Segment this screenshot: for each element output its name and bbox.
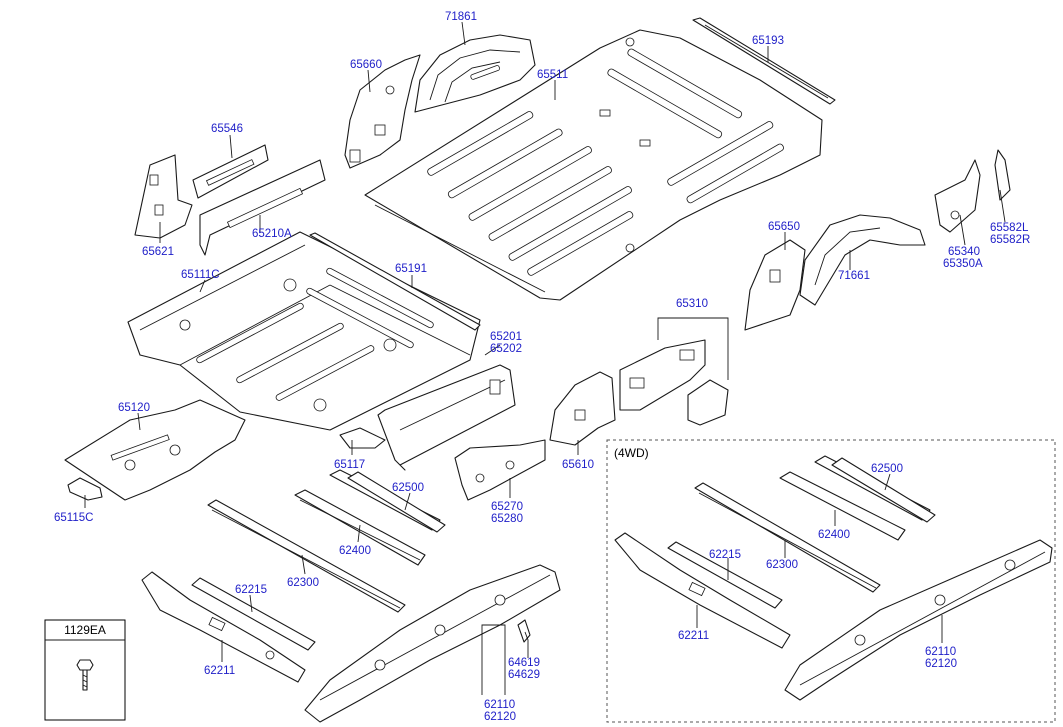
part-4wd-62500-member[interactable] [814,455,936,523]
part-65193-strip[interactable] [692,17,836,105]
label-62110[interactable]: 62110 [484,699,515,711]
legend-box-code: 1129EA [64,623,106,637]
part-65270-member[interactable] [454,439,546,501]
part-65310-panel[interactable] [619,339,729,426]
part-65201-member[interactable] [377,364,516,471]
label-62500[interactable]: 62500 [392,482,424,494]
label-4wd-62120[interactable]: 62120 [925,658,957,670]
leader-lines [84,21,1006,695]
label-4wd-62500[interactable]: 62500 [871,463,903,475]
part-65511-rear-floor[interactable] [364,29,823,301]
part-71861-wheelhouse[interactable] [414,34,536,113]
4wd-section-title: (4WD) [614,446,649,460]
label-4wd-62110[interactable]: 62110 [925,646,956,658]
label-62120[interactable]: 62120 [484,711,516,723]
label-65280[interactable]: 65280 [491,513,523,525]
label-4wd-62400[interactable]: 62400 [818,529,850,541]
label-4wd-62211[interactable]: 62211 [678,630,709,642]
label-65115C[interactable]: 65115C [54,512,93,524]
label-4wd-62300[interactable]: 62300 [766,559,798,571]
label-62211[interactable]: 62211 [204,665,235,677]
part-62500-member[interactable] [329,469,446,533]
label-65201[interactable]: 65201 [490,331,522,343]
part-65546-member[interactable] [192,144,269,199]
label-65582R[interactable]: 65582R [990,234,1030,246]
label-71661[interactable]: 71661 [838,270,870,282]
part-4wd-62211-member[interactable] [614,532,791,649]
label-62215[interactable]: 62215 [235,584,267,596]
part-65610-pillar[interactable] [549,371,616,446]
label-65621[interactable]: 65621 [142,246,174,258]
part-4wd-62215-member[interactable] [667,541,783,609]
label-65120[interactable]: 65120 [118,402,150,414]
part-64619-bracket[interactable] [517,619,531,643]
part-4wd-62300-member[interactable] [694,482,881,593]
label-65350A[interactable]: 65350A [943,258,983,270]
part-62300-member[interactable] [207,499,406,613]
part-65120-floor[interactable] [64,399,246,501]
part-65621-panel[interactable] [134,154,193,239]
label-64619[interactable]: 64619 [508,657,540,669]
label-4wd-62215[interactable]: 62215 [709,549,741,561]
part-65210A-member[interactable] [199,159,326,256]
label-65210A[interactable]: 65210A [252,228,292,240]
4wd-section-frame [606,439,1056,723]
part-65340-panel[interactable] [934,159,981,233]
part-71661-wheelhouse[interactable] [799,214,926,306]
label-65202[interactable]: 65202 [490,343,522,355]
part-62211-member[interactable] [141,571,306,683]
label-65117[interactable]: 65117 [334,459,365,471]
part-4wd-62110-side-member[interactable] [784,539,1053,701]
label-65582L[interactable]: 65582L [990,222,1029,234]
label-65270[interactable]: 65270 [491,501,523,513]
label-65650[interactable]: 65650 [768,221,800,233]
label-65660[interactable]: 65660 [350,59,382,71]
bolt-icon [76,659,94,691]
label-65111C[interactable]: 65111C [181,269,220,281]
label-65340[interactable]: 65340 [948,246,980,258]
part-62215-member[interactable] [191,577,316,651]
part-62110-side-member[interactable] [304,564,561,723]
label-62400[interactable]: 62400 [339,545,371,557]
part-65660-pillar[interactable] [344,54,421,169]
label-65193[interactable]: 65193 [752,35,784,47]
legend-box-1129EA: 1129EA [44,619,126,721]
label-71861[interactable]: 71861 [445,11,477,23]
part-65650-quarter[interactable] [744,239,806,331]
label-65610[interactable]: 65610 [562,459,594,471]
label-64629[interactable]: 64629 [508,669,540,681]
label-65546[interactable]: 65546 [211,123,243,135]
part-65582-bracket[interactable] [994,149,1011,201]
label-65511[interactable]: 65511 [537,69,568,81]
part-4wd-62400-member[interactable] [779,471,906,541]
part-65191-strip[interactable] [309,232,481,331]
label-65191[interactable]: 65191 [395,263,427,275]
label-62300[interactable]: 62300 [287,577,319,589]
part-65117-bracket[interactable] [339,427,386,449]
part-65115C-bracket[interactable] [67,477,103,501]
label-65310[interactable]: 65310 [676,298,708,310]
part-labels: 71861 65193 65660 65511 65546 65621 6521… [54,11,1030,723]
